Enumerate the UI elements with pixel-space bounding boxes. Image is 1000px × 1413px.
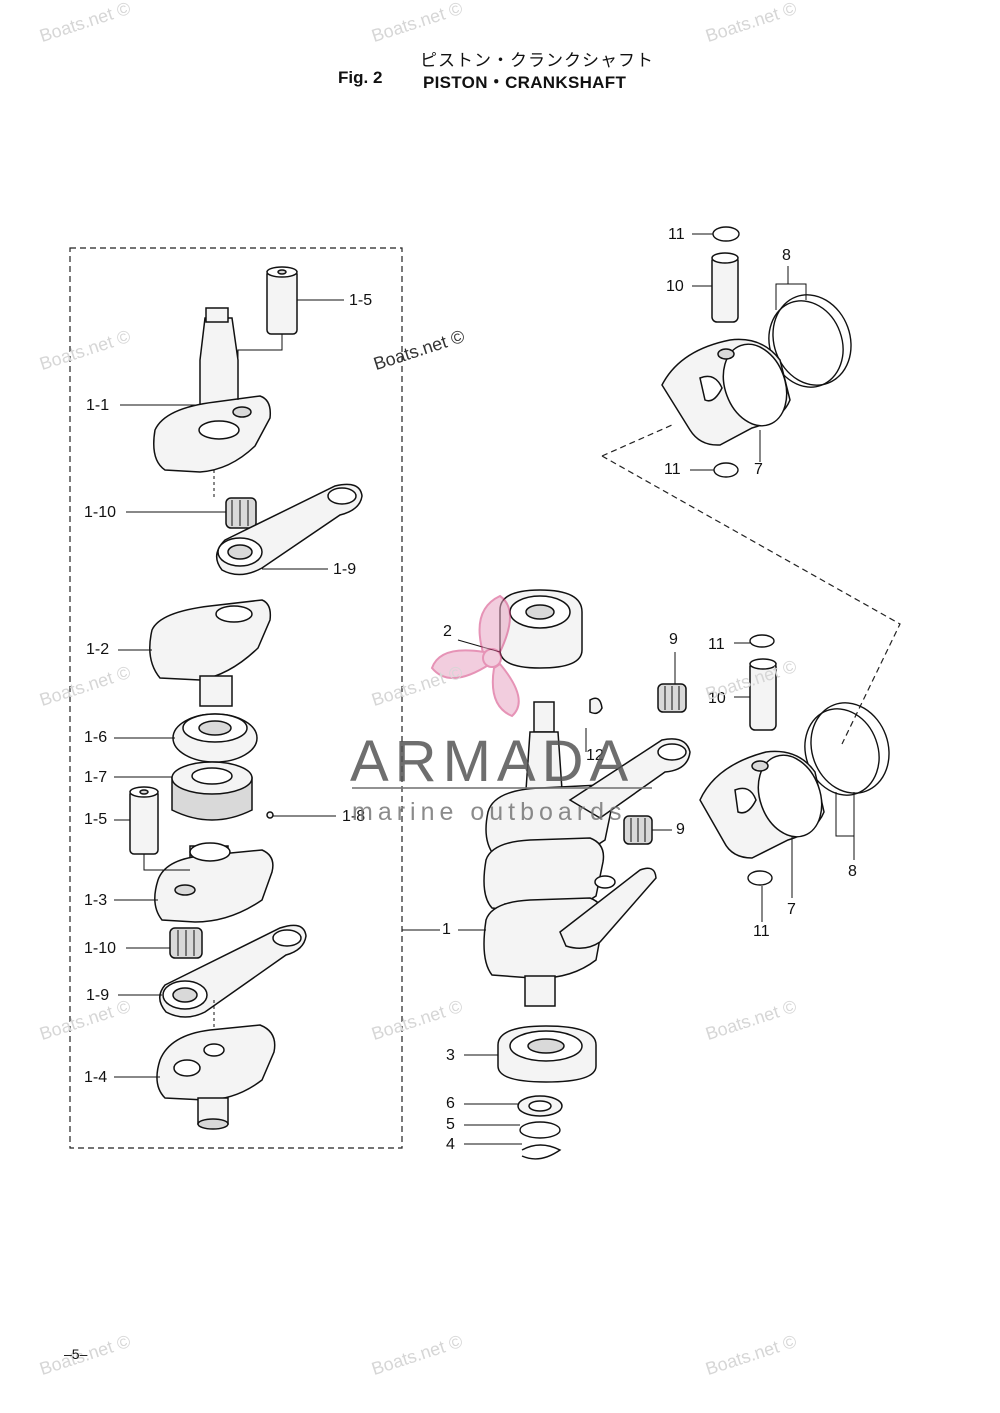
needle-bearing-9-top <box>657 683 687 713</box>
callout-7-b: 7 <box>787 901 796 918</box>
crank-web-1-1 <box>153 307 272 473</box>
needle-bearing-9-bottom <box>623 815 653 845</box>
armada-propeller-logo <box>430 594 520 718</box>
piston-right <box>699 750 825 859</box>
callout-11-c: 11 <box>708 636 725 653</box>
callout-11-d: 11 <box>753 923 770 940</box>
callout-1-1: 1-1 <box>86 397 110 414</box>
washer-6 <box>517 1095 563 1117</box>
page-number: –5– <box>64 1346 88 1362</box>
callout-11-b: 11 <box>664 461 681 478</box>
dowel-pin-1-8 <box>266 811 274 819</box>
callout-1-5-top: 1-5 <box>349 292 373 309</box>
callout-6: 6 <box>446 1095 455 1112</box>
figure-number: Fig. 2 <box>338 68 383 87</box>
callout-1-7: 1-7 <box>84 769 108 786</box>
callout-1-6: 1-6 <box>84 729 108 746</box>
circlip-4 <box>521 1144 562 1160</box>
callout-3: 3 <box>446 1047 455 1064</box>
callout-1-5-bottom: 1-5 <box>84 811 108 828</box>
callout-4: 4 <box>446 1136 455 1153</box>
armada-brand-subtitle: marine outboards <box>352 798 627 826</box>
piston-pin-top <box>711 252 739 323</box>
title-english: PISTON・CRANKSHAFT <box>423 73 627 92</box>
piston-pin-clip-top-2 <box>713 462 739 478</box>
callout-5: 5 <box>446 1116 455 1133</box>
armada-brand-watermark: ARMADA <box>350 729 635 794</box>
ball-bearing-1-6 <box>172 713 258 763</box>
crank-pin-top <box>266 266 298 335</box>
crank-web-1-4 <box>156 1024 276 1130</box>
crank-web-1-2 <box>149 599 272 707</box>
drive-gear-1-7 <box>171 761 253 821</box>
callout-11-a: 11 <box>668 226 685 243</box>
piston-pin-clip-top <box>712 226 740 242</box>
callout-10-a: 10 <box>666 278 684 295</box>
callout-8-b: 8 <box>848 863 857 880</box>
callout-1-2: 1-2 <box>86 641 110 658</box>
crankshaft-assembly-box <box>69 247 403 1149</box>
callout-1-8: 1-8 <box>342 808 366 825</box>
crankshaft-assembly <box>483 701 691 1007</box>
callout-9-a: 9 <box>669 631 678 648</box>
callout-1-9-bottom: 1-9 <box>86 987 110 1004</box>
connecting-rod-top <box>216 483 363 576</box>
leader-lines <box>114 233 855 1145</box>
connecting-rod-bottom <box>159 924 307 1018</box>
callout-1-9-top: 1-9 <box>333 561 357 578</box>
piston-pin-right <box>749 658 777 731</box>
callout-1-10-bottom: 1-10 <box>84 940 117 957</box>
callout-1-10-top: 1-10 <box>84 504 117 521</box>
callout-12: 12 <box>586 747 604 764</box>
piston-top <box>661 338 791 446</box>
callout-7-a: 7 <box>754 461 763 478</box>
ball-bearing-2 <box>499 589 583 669</box>
circlip-5 <box>519 1121 561 1139</box>
piston-pin-clip-right-top <box>749 634 775 648</box>
crank-web-1-3 <box>154 842 274 923</box>
needle-bearing-top <box>225 497 257 529</box>
ball-bearing-3 <box>497 1025 597 1083</box>
woodruff-key-12 <box>589 697 603 715</box>
callout-1-3: 1-3 <box>84 892 108 909</box>
callout-1-4: 1-4 <box>84 1069 108 1086</box>
piston-pin-clip-right-bottom <box>747 870 773 886</box>
needle-bearing-bottom <box>169 927 203 959</box>
callout-1: 1 <box>442 921 451 938</box>
crank-pin-lower <box>129 786 159 855</box>
callout-9-b: 9 <box>676 821 685 838</box>
title-japanese: ピストン・クランクシャフト <box>420 51 654 70</box>
callout-10-b: 10 <box>708 690 726 707</box>
callout-8-a: 8 <box>782 247 791 264</box>
callout-2: 2 <box>443 623 452 640</box>
